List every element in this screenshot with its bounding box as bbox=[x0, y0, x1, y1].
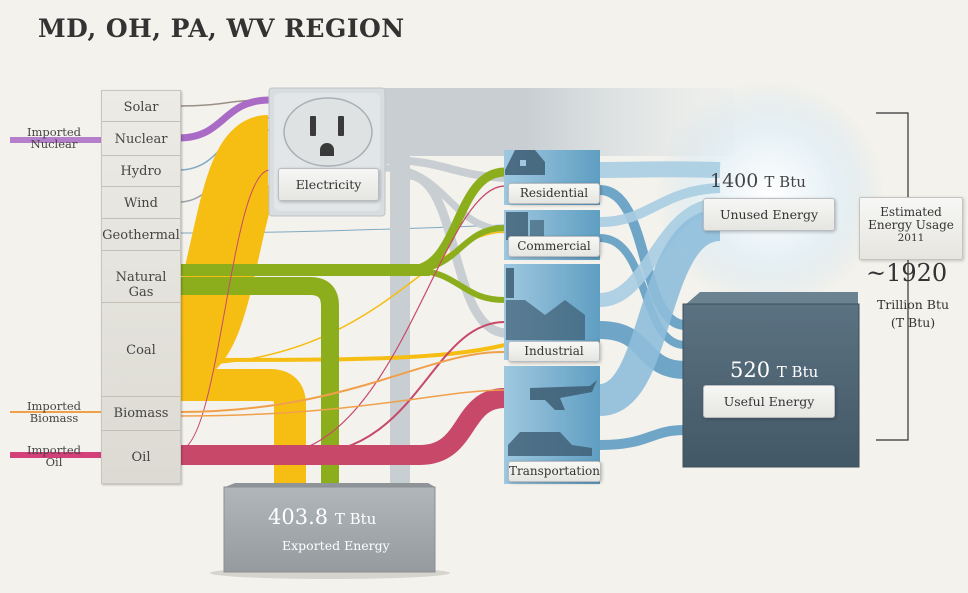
source-biomass: Biomass bbox=[113, 406, 169, 421]
source-coal: Coal bbox=[126, 343, 156, 358]
industrial-label: Industrial bbox=[508, 341, 600, 362]
biomass-flow bbox=[178, 350, 506, 413]
residential-label: Residential bbox=[508, 183, 600, 204]
coal-export-flow bbox=[179, 369, 306, 490]
source-wind: Wind bbox=[124, 196, 158, 211]
oil-to-electricity bbox=[178, 169, 271, 451]
transportation-label: Transportation bbox=[508, 461, 601, 482]
oil-to-residential bbox=[269, 185, 506, 456]
total-usage-unit: Trillion Btu bbox=[876, 297, 950, 312]
coal-to-electricity-flow bbox=[164, 115, 285, 385]
source-solar: Solar bbox=[123, 100, 159, 115]
oil-to-industrial bbox=[299, 321, 506, 456]
source-divider bbox=[102, 155, 180, 156]
estimated-usage-line2: Energy Usage bbox=[868, 218, 954, 232]
source-divider bbox=[102, 250, 180, 251]
source-oil: Oil bbox=[131, 450, 151, 465]
nuclear-flow bbox=[178, 96, 271, 142]
commercial-useful-flow bbox=[599, 234, 686, 349]
source-divider bbox=[102, 396, 180, 397]
gas-to-industrial bbox=[409, 267, 506, 303]
imported-oil-label: Imported Oil bbox=[26, 443, 82, 469]
source-natural-gas: Natural Gas bbox=[115, 270, 167, 300]
gas-export-flow bbox=[179, 277, 339, 490]
electricity-label: Electricity bbox=[278, 168, 379, 201]
source-divider bbox=[102, 430, 180, 431]
source-geothermal: Geothermal bbox=[102, 228, 180, 243]
biomass-to-transport bbox=[178, 389, 506, 417]
estimated-usage-box: Estimated Energy Usage 2011 bbox=[859, 197, 963, 260]
useful-energy-value: 520 T Btu bbox=[730, 358, 819, 382]
total-usage-unit-abbrev: (T Btu) bbox=[890, 315, 936, 330]
oil-to-transportation-flow bbox=[179, 388, 506, 465]
commercial-label: Commercial bbox=[508, 236, 600, 257]
unused-energy-label: Unused Energy bbox=[703, 198, 835, 231]
estimated-usage-year: 2011 bbox=[897, 232, 925, 244]
useful-energy-label: Useful Energy bbox=[703, 385, 835, 418]
source-column: Solar Nuclear Hydro Wind Geothermal Natu… bbox=[101, 90, 181, 484]
imported-biomass-label: Imported Biomass bbox=[26, 399, 82, 425]
source-divider bbox=[102, 302, 180, 303]
electricity-export-flow bbox=[390, 156, 410, 490]
elec-to-commercial bbox=[384, 164, 506, 234]
source-divider bbox=[102, 186, 180, 187]
estimated-usage-line1: Estimated bbox=[880, 205, 942, 219]
source-hydro: Hydro bbox=[120, 164, 162, 179]
residential-unused-flow bbox=[599, 161, 721, 178]
exported-energy-box bbox=[210, 483, 450, 579]
transport-useful-flow bbox=[599, 425, 686, 450]
total-usage-value: ~1920 bbox=[866, 259, 948, 287]
transport-unused-flow bbox=[597, 209, 723, 416]
imported-nuclear-label: Imported Nuclear bbox=[26, 125, 82, 151]
page-title: MD, OH, PA, WV REGION bbox=[38, 14, 405, 43]
source-divider bbox=[102, 121, 180, 122]
unused-energy-value: 1400 T Btu bbox=[710, 170, 806, 192]
total-bracket bbox=[876, 112, 909, 441]
source-divider bbox=[102, 218, 180, 219]
exported-energy-value: 403.8 T Btu bbox=[268, 505, 377, 529]
commercial-unused-flow bbox=[599, 183, 721, 227]
industrial-unused-flow bbox=[599, 198, 721, 307]
source-nuclear: Nuclear bbox=[114, 132, 168, 147]
exported-energy-label: Exported Energy bbox=[282, 538, 390, 553]
